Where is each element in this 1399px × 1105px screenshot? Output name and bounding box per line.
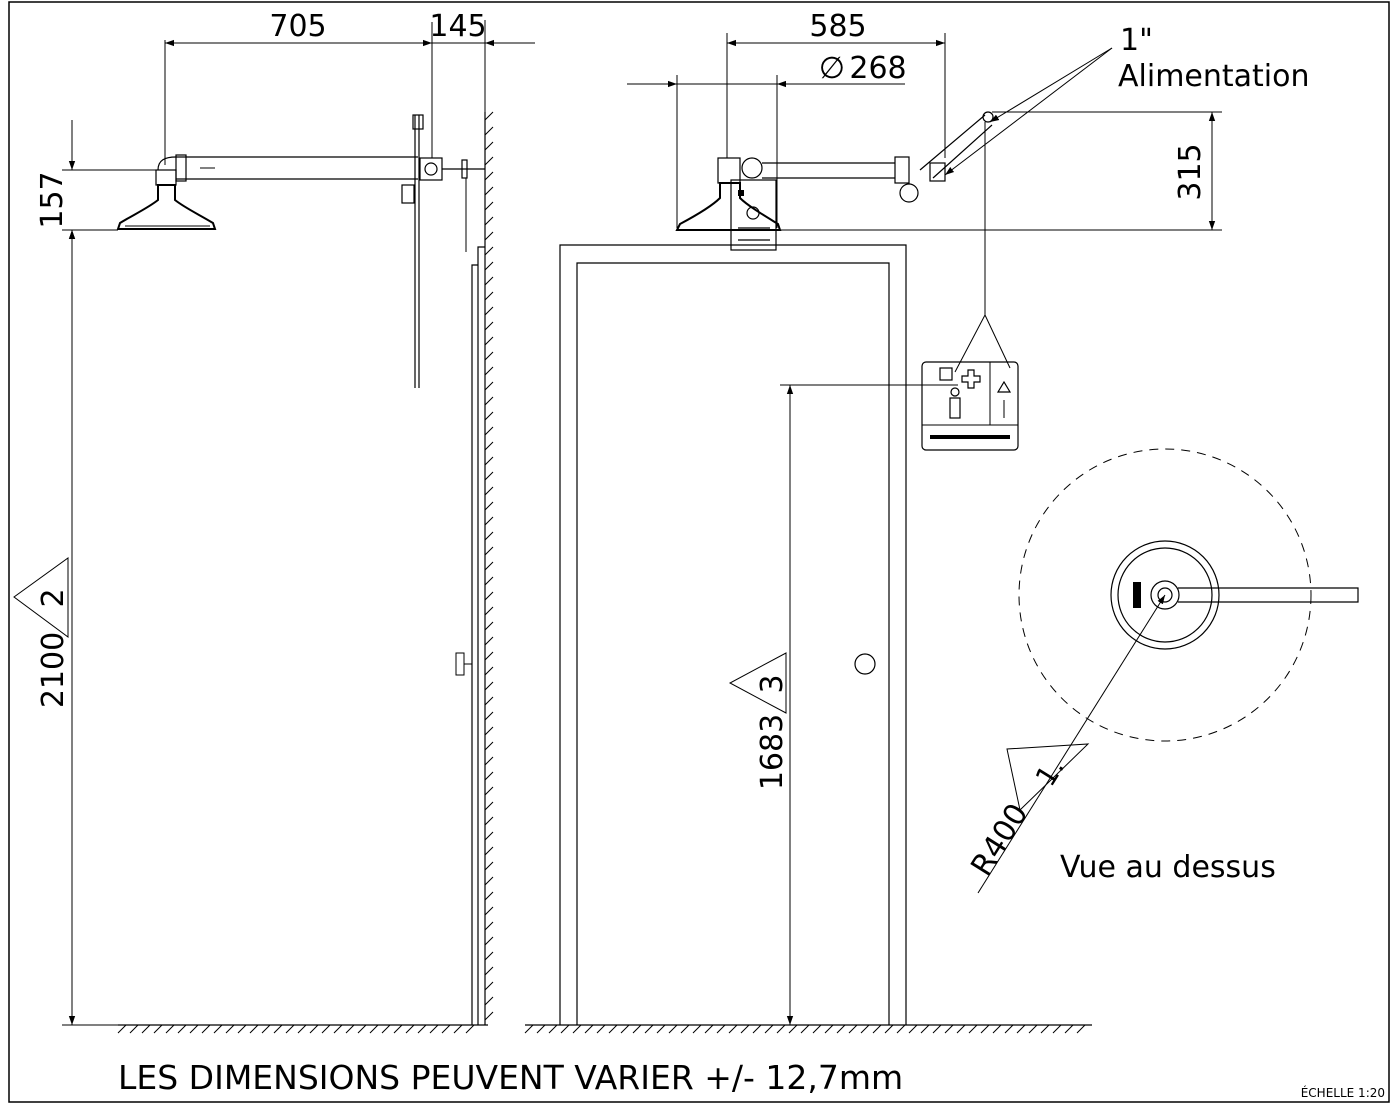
dim-diameter: 268 (849, 51, 906, 86)
sign-head (730, 179, 777, 251)
tolerance-note: LES DIMENSIONS PEUVENT VARIER +/- 12,7mm (118, 1058, 903, 1097)
note-triangle-1: 1. (1006, 743, 1090, 811)
front-view: 585 ∅ 268 1" Alimentation 315 3 1683 (524, 9, 1310, 1034)
side-view: 705 145 157 2 2100 (13, 9, 535, 1034)
dim-supply-drop: 315 (1173, 143, 1208, 200)
door-frame (559, 244, 907, 1025)
dim-diameter-symbol: ∅ (819, 51, 845, 86)
note-triangle-2: 2 (13, 557, 71, 638)
valve-side (401, 114, 485, 388)
dim-arm-reach: 705 (269, 9, 326, 44)
shower-head-side (116, 156, 217, 230)
dim-total-height: 2100 (36, 632, 71, 708)
wall-hatch (484, 111, 494, 1021)
svg-text:3: 3 (755, 674, 790, 693)
dim-radius: R400 (964, 798, 1035, 883)
sheet-border (8, 1, 1390, 1103)
svg-text:2: 2 (36, 588, 71, 607)
clearance-radius-circle (1018, 448, 1312, 742)
svg-text:1.: 1. (1029, 752, 1071, 792)
scale-note: ÉCHELLE 1:20 (1301, 1085, 1385, 1100)
dim-head-height: 157 (35, 171, 70, 228)
shower-head-front (675, 157, 782, 231)
supply-label: Alimentation (1118, 59, 1310, 94)
dim-handle-height: 1683 (755, 714, 790, 790)
door-knob (854, 653, 876, 675)
door (576, 262, 890, 1025)
note-triangle-3: 3 (728, 652, 790, 714)
dim-side-reach: 585 (809, 9, 866, 44)
top-view-label: Vue au dessus (1060, 850, 1276, 885)
top-view: R400 1. Vue au dessus (964, 448, 1359, 894)
supply-size: 1" (1120, 23, 1153, 58)
sign-lower (921, 361, 1019, 451)
dim-wall-offset: 145 (429, 9, 486, 44)
